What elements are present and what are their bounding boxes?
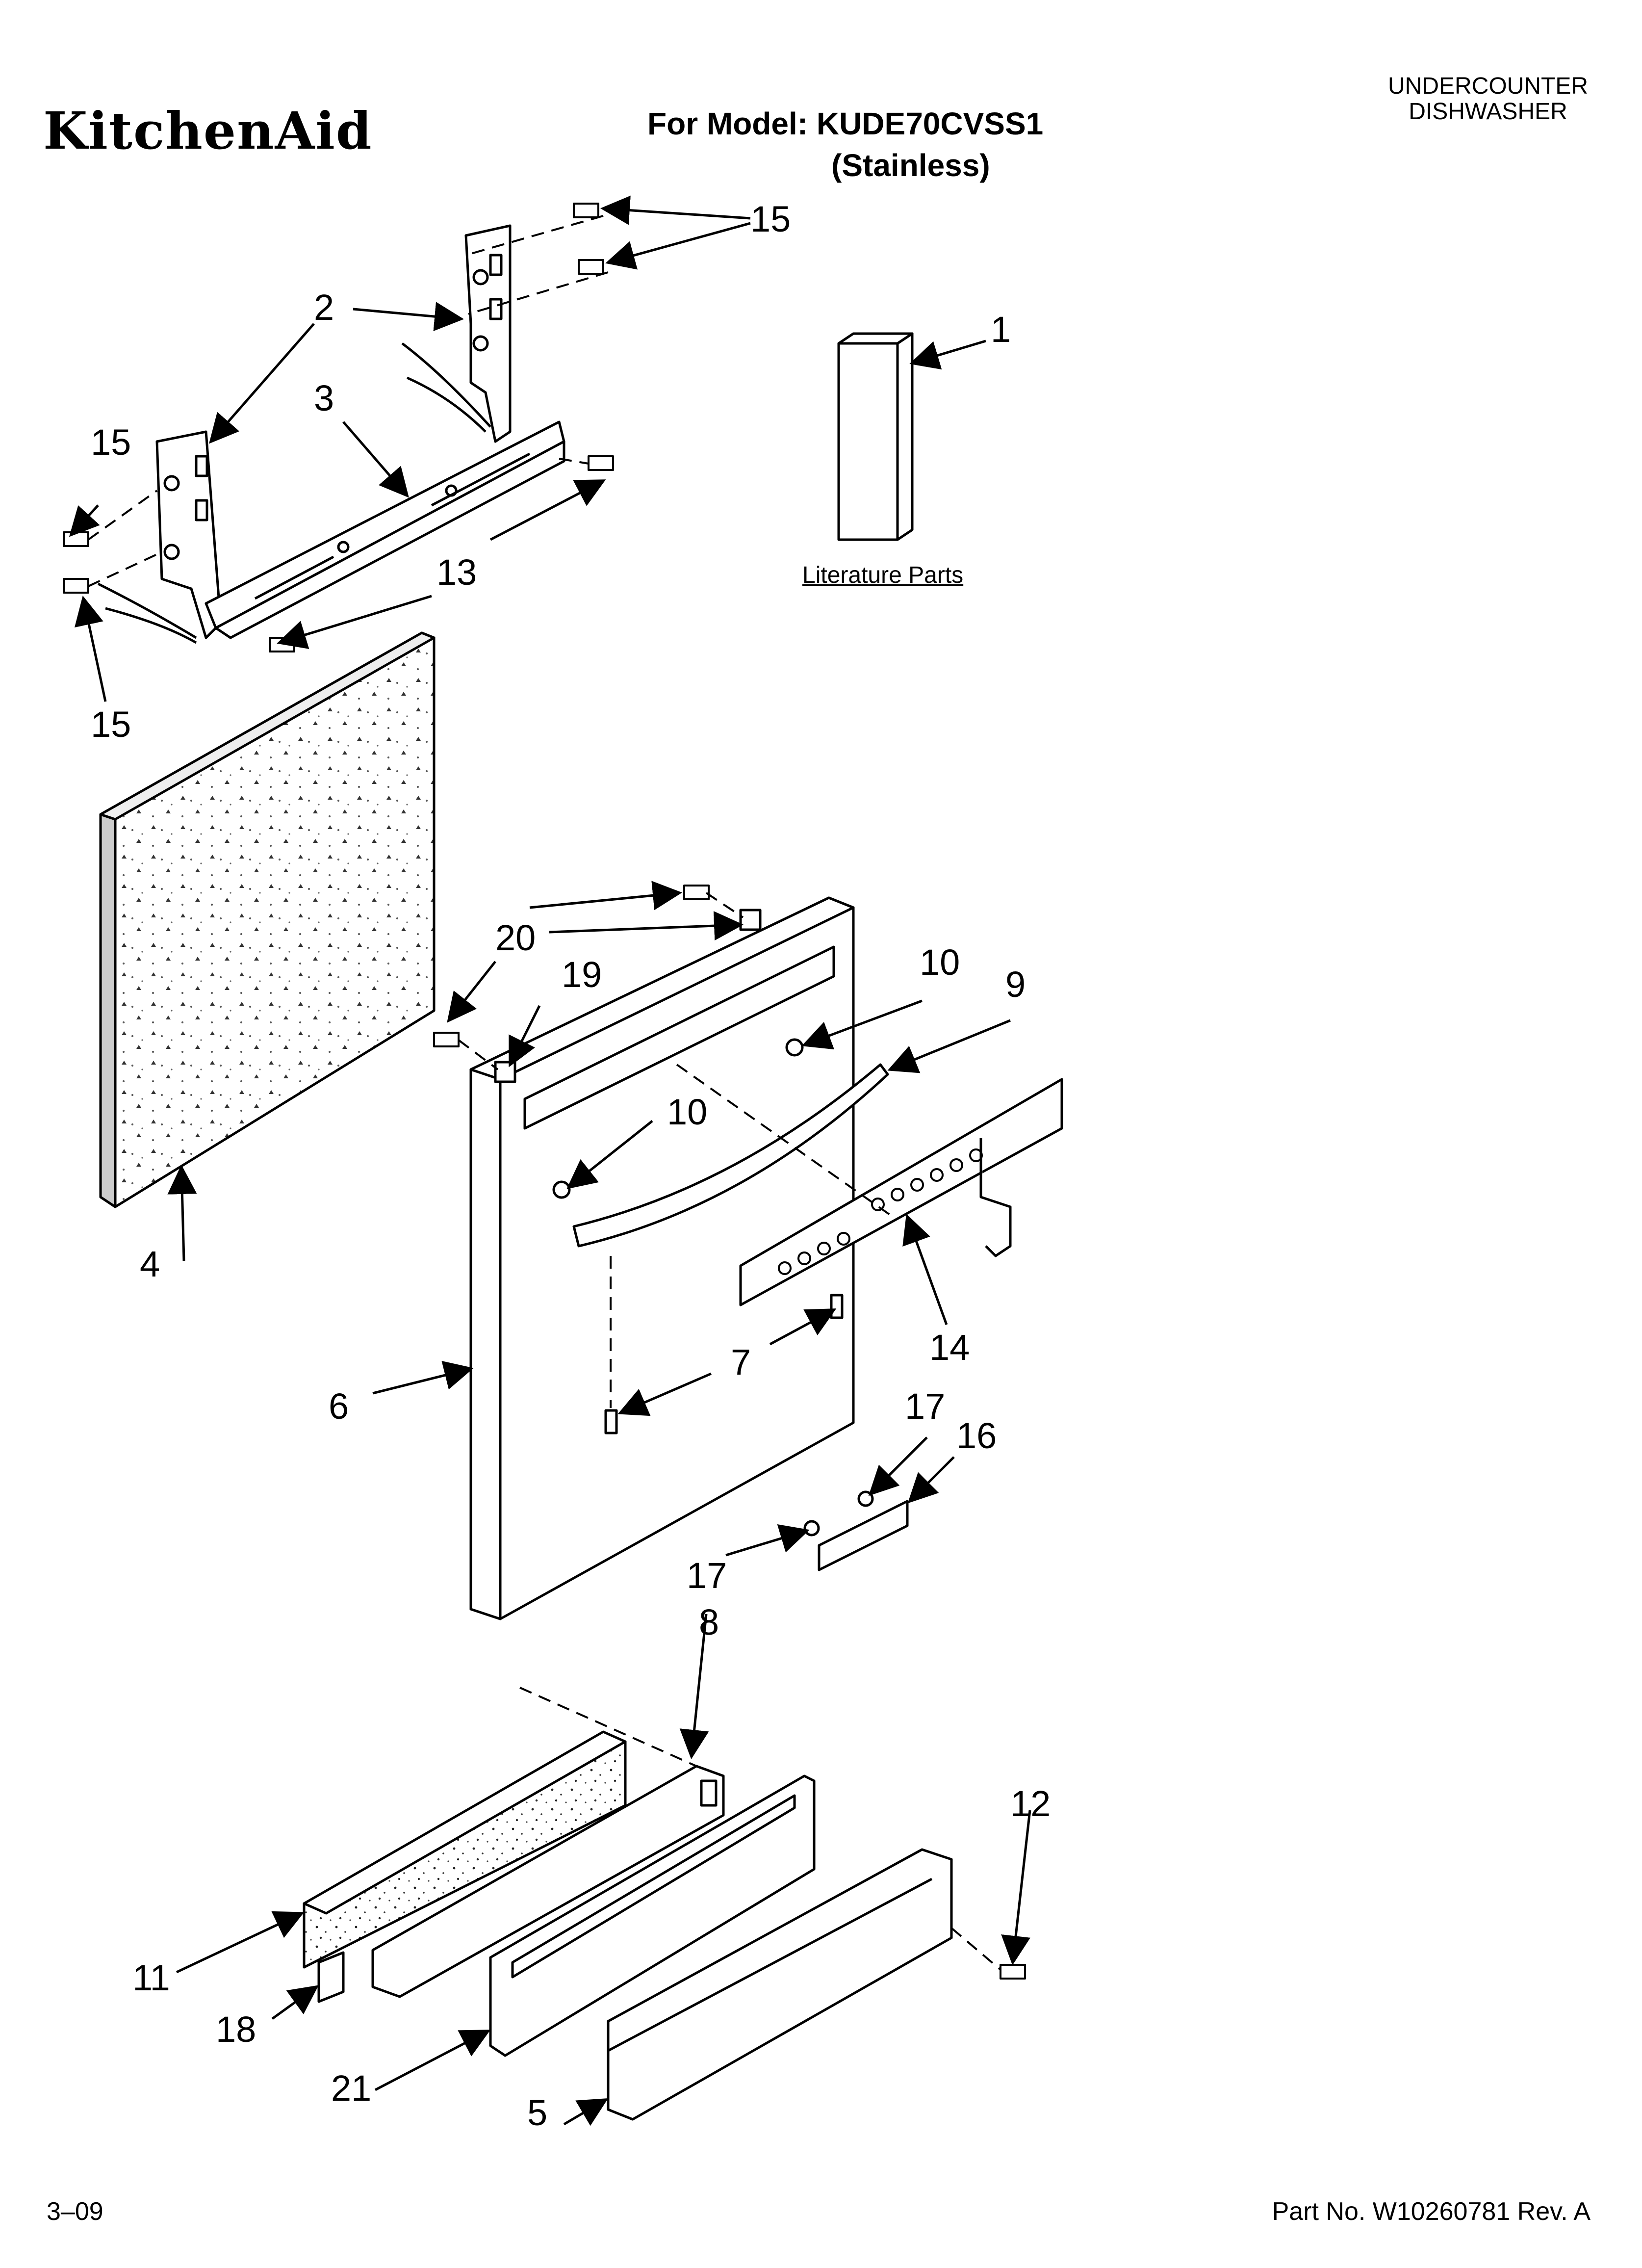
callout-3: 3 (314, 378, 334, 418)
callout-17-upper: 17 (905, 1386, 946, 1427)
outer-door-panel (469, 896, 855, 1620)
document-part-number: Part No. W10260781 Rev. A (1272, 2197, 1591, 2226)
callout-10-upper: 10 (920, 942, 960, 983)
callout-4: 4 (140, 1244, 160, 1284)
callout-15-top: 15 (750, 199, 791, 239)
callout-7: 7 (731, 1342, 751, 1382)
callout-13: 13 (436, 552, 477, 593)
callout-5: 5 (527, 2092, 548, 2133)
callout-6: 6 (329, 1386, 349, 1427)
product-category: UNDERCOUNTER DISHWASHER (1388, 74, 1588, 125)
callout-19: 19 (562, 954, 602, 995)
leader-arrows (69, 195, 1031, 2126)
model-variant: (Stainless) (831, 148, 990, 183)
callout-15-left-lower: 15 (91, 704, 131, 745)
screws (63, 203, 1026, 1980)
control-panel (739, 1078, 1063, 1306)
kickplate-clip (317, 1951, 345, 2003)
callout-14: 14 (929, 1327, 970, 1368)
callout-11: 11 (132, 1957, 170, 1998)
category-line-2: DISHWASHER (1409, 99, 1567, 125)
literature-parts-booklet (837, 332, 914, 541)
door-bracket-right (401, 224, 512, 443)
door-handle (572, 1063, 889, 1248)
literature-parts-label: Literature Parts (802, 562, 964, 588)
callout-10-lower: 10 (667, 1092, 708, 1132)
callout-12: 12 (1010, 1783, 1051, 1824)
brand-logo: KitchenAid (43, 101, 373, 161)
date-code: 3–09 (47, 2197, 103, 2226)
assembly-guides (87, 215, 1001, 1971)
callout-1: 1 (991, 309, 1011, 350)
door-retainers (494, 909, 762, 1083)
callout-9: 9 (1005, 964, 1026, 1005)
toe-panel-insulation (303, 1730, 627, 1969)
category-line-1: UNDERCOUNTER (1388, 73, 1588, 99)
door-channel (205, 420, 565, 639)
callout-2: 2 (314, 287, 334, 328)
callout-8: 8 (699, 1602, 719, 1642)
callout-20: 20 (495, 917, 536, 958)
model-title: For Model: KUDE70CVSS1 (647, 106, 1044, 141)
inner-door-panel (99, 631, 436, 1208)
callout-16: 16 (956, 1415, 997, 1456)
door-bracket-left (97, 430, 222, 644)
callout-21: 21 (331, 2068, 372, 2109)
callout-17-lower: 17 (687, 1555, 727, 1596)
callout-15-left-upper: 15 (91, 422, 131, 463)
callout-18: 18 (216, 2009, 257, 2050)
door-latch-trim-parts (803, 1490, 909, 1571)
